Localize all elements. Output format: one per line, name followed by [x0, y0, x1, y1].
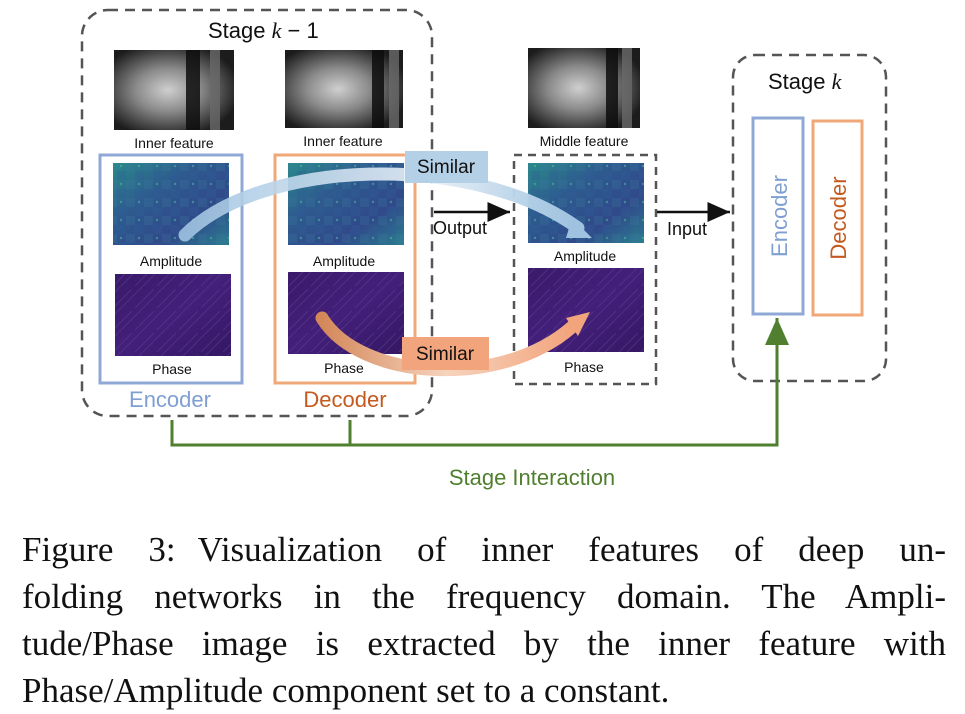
encoder-column: Inner feature Amplitude Phase Encoder [98, 50, 244, 412]
encoder-box [98, 153, 244, 385]
similar-bottom-badge [402, 337, 489, 370]
encoder-amplitude-label: Amplitude [140, 253, 202, 269]
figure-caption: Figure 3: Visualization of inner features… [22, 526, 946, 714]
middle-feature-column: Middle feature Amplitude Phase [512, 48, 658, 386]
similar-top-label: Similar [417, 157, 476, 178]
encoder-label: Encoder [129, 387, 211, 412]
caption-line-1-text: Visualization of inner features of deep … [197, 530, 947, 569]
encoder-phase-label: Phase [152, 361, 192, 377]
stage-next-title: Stage k [768, 69, 843, 94]
middle-feature-image [528, 48, 640, 128]
stage-interaction-label: Stage Interaction [449, 465, 615, 490]
caption-line-1: Figure 3: Visualization of inner features… [22, 526, 946, 573]
decoder-amplitude-label: Amplitude [313, 253, 375, 269]
caption-line-3: tude/Phase image is extracted by the inn… [22, 624, 946, 663]
similar-top-arrowhead [566, 218, 592, 238]
stage-prev-container [80, 8, 434, 418]
input-label: Input [667, 219, 707, 239]
similar-top-arc [178, 167, 585, 242]
architecture-diagram: Stage k − 1 Inner feature Amplitude Phas… [80, 8, 888, 490]
middle-amplitude-label: Amplitude [554, 248, 616, 264]
stage-next-decoder-box [811, 119, 864, 317]
middle-phase-label: Phase [564, 359, 604, 375]
decoder-label: Decoder [303, 387, 386, 412]
stage-next-container [731, 53, 888, 383]
similar-bottom-label: Similar [416, 344, 475, 365]
decoder-inner-feature-image [285, 50, 403, 128]
stage-next-encoder-box [751, 116, 805, 316]
middle-feature-label: Middle feature [540, 133, 629, 149]
caption-line-4: Phase/Amplitude component set to a const… [22, 671, 670, 710]
decoder-inner-feature-label: Inner feature [303, 133, 383, 149]
caption-line-2: folding networks in the frequency domain… [22, 577, 946, 616]
stage-interaction-connector [170, 318, 789, 447]
stage-prev-title-bg [200, 14, 340, 48]
stage-prev-title: Stage k − 1 [208, 18, 319, 43]
middle-box [512, 153, 658, 386]
encoder-inner-feature-label: Inner feature [134, 135, 214, 151]
decoder-box [273, 153, 417, 385]
similar-bottom-arrowhead [566, 312, 590, 336]
decoder-phase-label: Phase [324, 360, 364, 376]
stage-next-encoder-label: Encoder [767, 175, 792, 257]
output-label: Output [433, 218, 487, 238]
figure-label: Figure 3: [22, 530, 176, 569]
similar-top-badge [405, 151, 488, 183]
stage-next-decoder-label: Decoder [826, 176, 851, 259]
